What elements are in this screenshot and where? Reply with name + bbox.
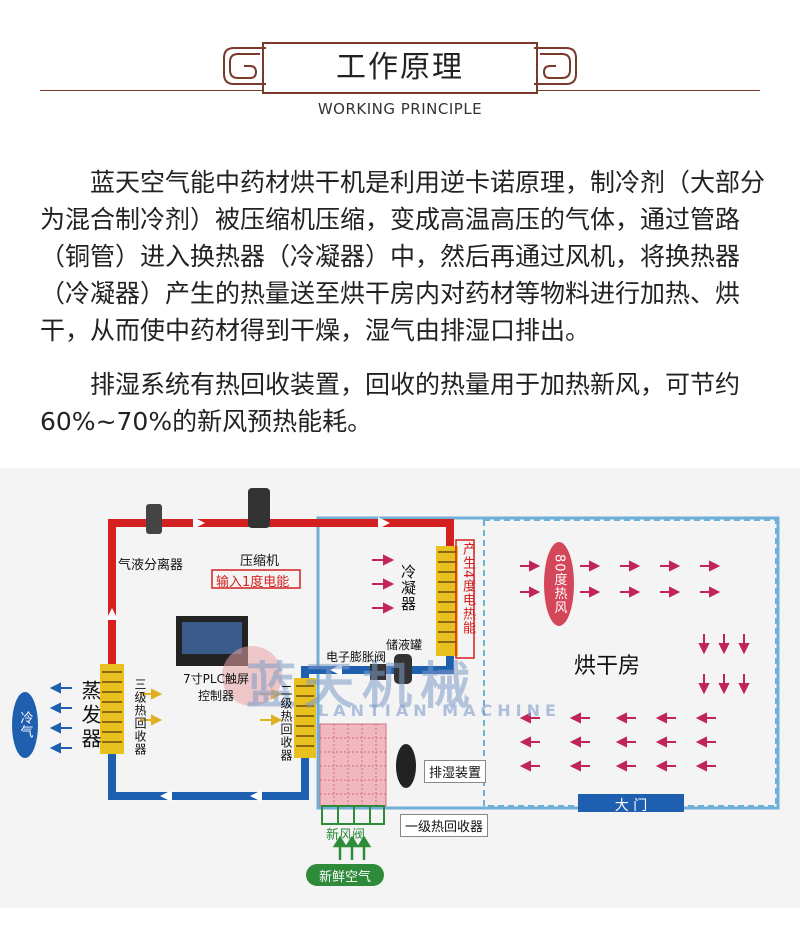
- label-secondary-recovery: 二级热回收器: [279, 684, 293, 762]
- label-door: 大 门: [614, 798, 648, 814]
- section-header: 工作原理 WORKING PRINCIPLE: [0, 0, 800, 140]
- label-heat-output: 产生4度电热能: [460, 542, 475, 636]
- hot-pipe: [108, 519, 454, 668]
- page-title: 工作原理: [262, 42, 538, 94]
- label-power-input: 输入1度电能: [216, 575, 290, 590]
- title-rule-right: [538, 90, 760, 91]
- label-hot-air: 80度热风: [551, 553, 567, 615]
- cold-air-badge: 冷气: [12, 692, 38, 758]
- gas-liquid-separator: [146, 504, 162, 534]
- label-condenser: 冷凝器: [399, 564, 417, 612]
- label-dehumidifier: 排湿装置: [424, 760, 487, 783]
- principle-paragraph: 蓝天空气能中药材烘干机是利用逆卡诺原理，制冷剂（大部分为混合制冷剂）被压缩机压缩…: [40, 168, 766, 345]
- evaporator-coil: [100, 664, 124, 754]
- label-fresh-air: 新鲜空气: [318, 869, 371, 885]
- label-compressor: 压缩机: [240, 554, 280, 569]
- watermark-en: LANTIAN MACHINE: [318, 701, 561, 720]
- watermark-cn: 蓝天机械: [246, 657, 478, 715]
- watermark-logo-icon: [222, 646, 282, 706]
- label-gas-liquid-separator: 气液分离器: [118, 558, 184, 573]
- ornament-left-icon: [223, 47, 266, 85]
- hot-air-badge: 80度热风: [544, 542, 574, 626]
- label-tertiary-recovery: 三级热回收器: [133, 678, 147, 756]
- label-primary-recovery: 一级热回收器: [400, 814, 489, 837]
- title-rule-left: [40, 90, 262, 91]
- door: [578, 794, 684, 812]
- liquid-tank: [394, 654, 412, 684]
- expansion-valve: [370, 664, 386, 680]
- fresh-air-badge: 新鲜空气: [306, 864, 384, 886]
- dehumidifier-fan: [396, 744, 416, 788]
- heat-recovery-paragraph: 排湿系统有热回收装置，回收的热量用于加热新风，可节约60%~70%的新风预热能耗…: [40, 370, 741, 436]
- label-liquid-tank: 储液罐: [386, 638, 423, 652]
- machine-room-border: [316, 516, 780, 810]
- ornament-right-icon: [534, 47, 577, 85]
- cold-pipe-bottom: [108, 738, 309, 800]
- label-drying-room: 烘干房: [574, 654, 641, 679]
- compressor: [248, 488, 270, 528]
- working-principle-diagram: 蓝天机械 LANTIAN MACHINE 气液分离器 压缩机 输入1度电能 冷凝…: [0, 468, 800, 908]
- secondary-recovery-coil: [294, 678, 316, 758]
- page-subtitle: WORKING PRINCIPLE: [317, 100, 483, 118]
- label-plc: 7寸PLC触屏控制器: [183, 672, 249, 703]
- label-evaporator: 蒸发器: [78, 680, 102, 752]
- label-expansion-valve: 电子膨胀阀: [326, 650, 387, 664]
- label-fresh-air-valve: 新风阀: [326, 828, 366, 843]
- label-cold-air: 冷气: [17, 711, 33, 739]
- diagram-graphics: [49, 488, 780, 860]
